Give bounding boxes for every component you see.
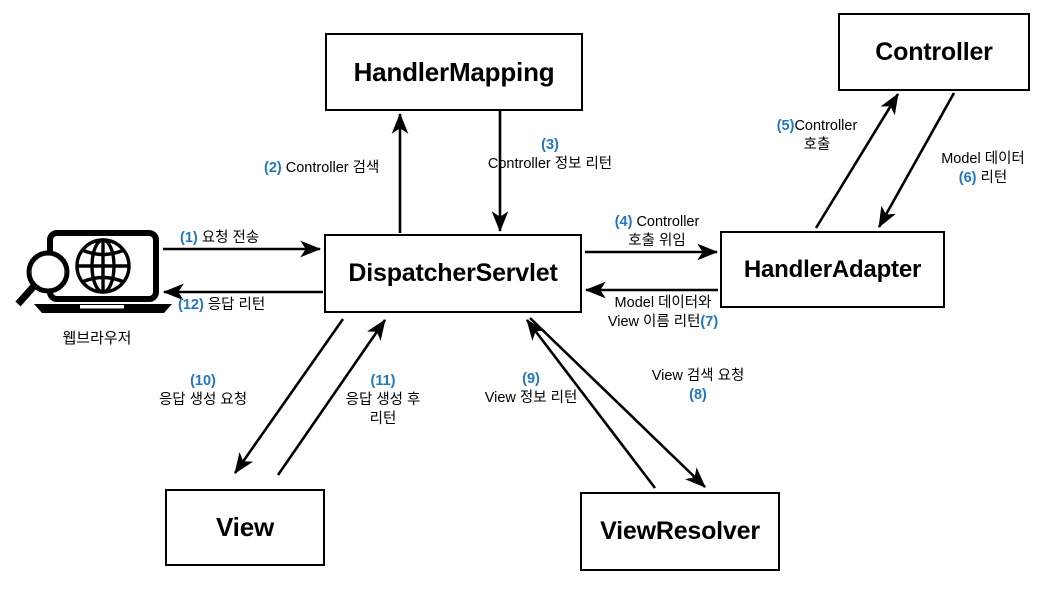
browser-caption: 웹브라우저	[62, 330, 132, 347]
step-label-5: (5)Controller 호출	[762, 117, 872, 155]
step-num-11: (11)	[370, 373, 396, 389]
node-view-resolver-label: ViewResolver	[600, 517, 760, 545]
step-text-11: 응답 생성 후	[345, 392, 421, 409]
step-text-6b: 리턴	[980, 170, 1008, 187]
step-text-3: Controller 정보 리턴	[487, 156, 613, 173]
step-text-6: Model 데이터	[941, 151, 1025, 167]
magnifier-icon	[15, 250, 70, 307]
step-label-4: (4) Controller 호출 위임	[592, 213, 722, 251]
node-handler-mapping-label: HandlerMapping	[353, 56, 555, 87]
step-num-1: (1)	[180, 230, 198, 246]
step-num-7: (7)	[700, 314, 719, 331]
node-view-resolver[interactable]: ViewResolver	[580, 492, 780, 571]
step-text-7b: View 이름 리턴	[607, 314, 701, 331]
step-text-9: View 정보 리턴	[484, 390, 578, 407]
step-label-7: Model 데이터와 View 이름 리턴(7)	[588, 294, 738, 332]
step-label-8: View 검색 요청 (8)	[628, 367, 768, 405]
step-num-9: (9)	[522, 371, 540, 387]
node-view-label: View	[216, 512, 274, 542]
node-handler-adapter-label: HandlerAdapter	[743, 255, 922, 283]
step-num-4: (4)	[614, 214, 633, 230]
node-handler-adapter[interactable]: HandlerAdapter	[720, 231, 945, 308]
step-num-12: (12)	[178, 297, 204, 313]
step-label-9: (9) View 정보 리턴	[466, 370, 596, 408]
step-label-6: Model 데이터 (6) 리턴	[928, 150, 1038, 188]
web-browser-icon	[15, 230, 172, 313]
step-text-2: Controller 검색	[285, 160, 380, 176]
node-handler-mapping[interactable]: HandlerMapping	[325, 33, 583, 111]
step-text-12: 응답 리턴	[207, 297, 266, 313]
node-controller[interactable]: Controller	[838, 13, 1030, 91]
arrow-5	[814, 93, 900, 229]
step-label-3: (3) Controller 정보 리턴	[440, 136, 660, 174]
step-label-10: (10) 응답 생성 요청	[143, 372, 263, 410]
step-num-3: (3)	[541, 137, 559, 153]
step-text-8: View 검색 요청	[651, 368, 745, 384]
node-dispatcher-servlet[interactable]: DispatcherServlet	[324, 234, 582, 313]
step-text-7: Model 데이터와	[614, 295, 712, 311]
node-view[interactable]: View	[165, 489, 325, 566]
step-label-12: (12) 응답 리턴	[178, 296, 265, 315]
step-label-11: (11) 응답 생성 후 리턴	[328, 372, 438, 429]
step-label-2: (2) Controller 검색	[264, 159, 379, 178]
step-text-11b: 리턴	[369, 411, 397, 428]
step-num-5: (5)	[776, 118, 795, 134]
step-text-5b: 호출	[803, 137, 831, 154]
step-num-2: (2)	[264, 160, 282, 176]
step-num-8: (8)	[689, 387, 707, 404]
step-num-10: (10)	[190, 373, 216, 389]
step-num-6: (6)	[958, 170, 977, 187]
globe-icon	[75, 238, 131, 294]
node-dispatcher-servlet-label: DispatcherServlet	[348, 259, 558, 287]
step-text-5: Controller	[794, 118, 858, 134]
step-text-4b: 호출 위임	[628, 233, 686, 250]
step-label-1: (1) 요청 전송	[180, 229, 259, 248]
step-text-4: Controller	[636, 214, 700, 230]
node-controller-label: Controller	[875, 37, 993, 66]
step-text-10: 응답 생성 요청	[158, 392, 248, 409]
step-text-1: 요청 전송	[201, 230, 260, 246]
